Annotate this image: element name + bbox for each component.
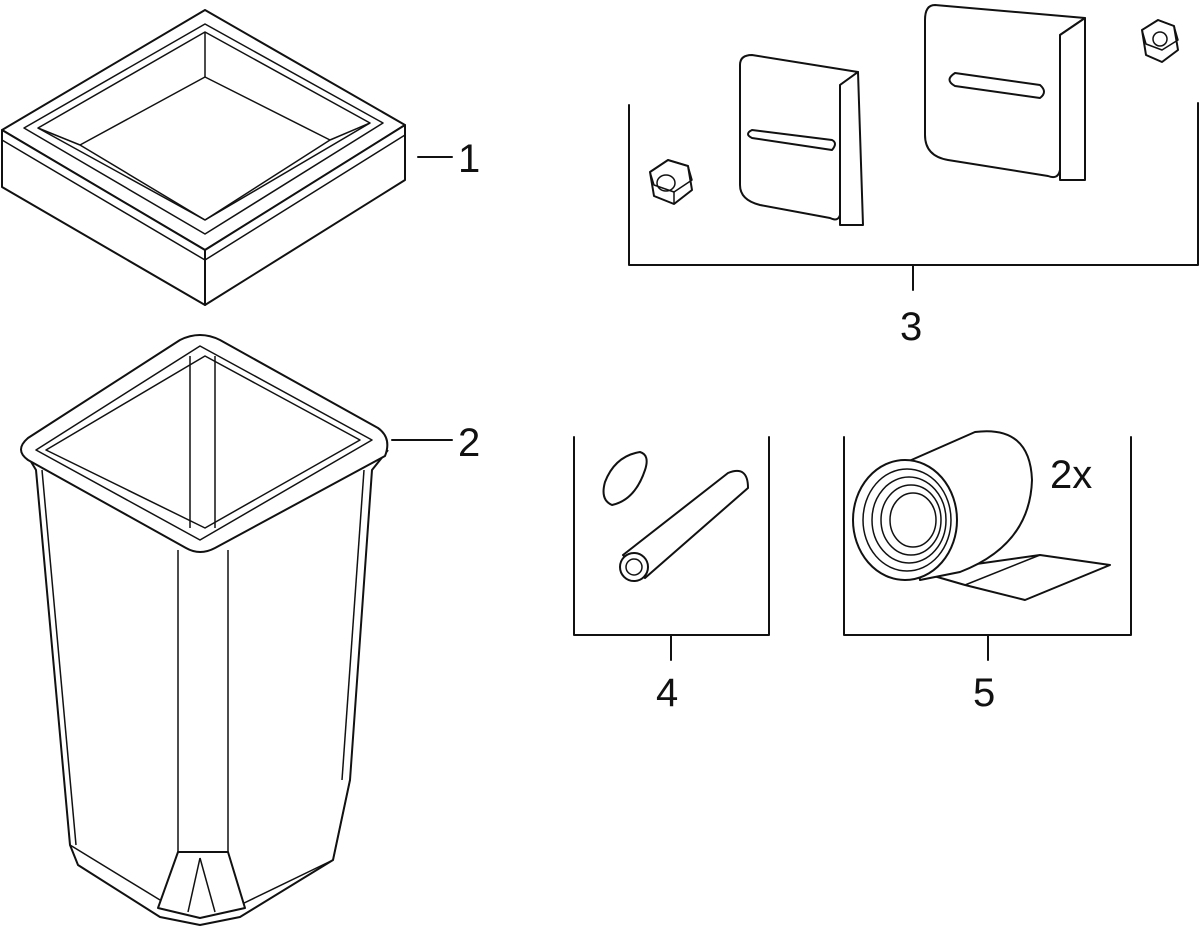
wall-bracket-large — [924, 4, 1086, 181]
part-number-1: 1 — [458, 137, 480, 181]
pin-end — [619, 552, 649, 582]
part-number-4: 4 — [656, 671, 678, 715]
hex-nut-left — [649, 159, 693, 205]
tape-roll-face — [852, 459, 958, 581]
group-bracket-3 — [628, 102, 1199, 266]
tray-part-1 — [1, 9, 406, 306]
tumbler-rim — [20, 334, 389, 553]
tumbler-inner-rim — [35, 345, 373, 541]
hex-nut-right — [1141, 19, 1179, 63]
tumbler-opening — [45, 355, 361, 529]
tumbler-body — [23, 449, 389, 926]
quantity-label-2x: 2x — [1050, 453, 1092, 497]
tray-right-face — [204, 124, 406, 306]
bracket-kit-part-3 — [628, 4, 1199, 291]
part-number-3: 3 — [900, 305, 922, 349]
wall-bracket-small — [739, 54, 864, 226]
part-number-5: 5 — [973, 671, 995, 715]
pin-body — [622, 469, 749, 579]
tray-inner-rim — [23, 23, 384, 235]
pin-kit-part-4 — [573, 436, 770, 661]
tape-roll-part-5 — [843, 430, 1132, 661]
tumbler-foot — [157, 851, 246, 919]
part-number-2: 2 — [458, 421, 480, 465]
rubber-plug — [602, 451, 648, 506]
tumbler-part-2 — [20, 334, 389, 926]
